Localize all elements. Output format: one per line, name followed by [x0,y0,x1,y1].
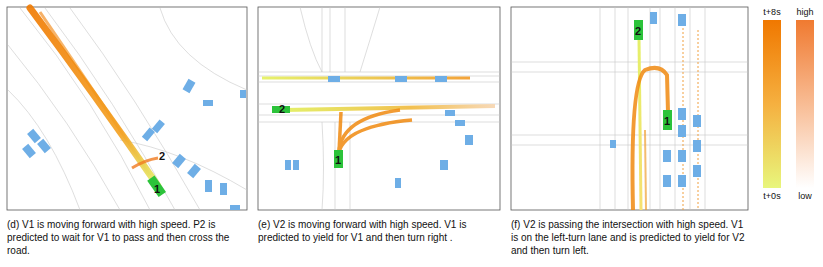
colorbar-label: high [796,7,813,17]
colorbar-label: t+0s [763,191,780,201]
panel-caption: (e) V2 is moving forward with high speed… [258,219,506,245]
panel-caption: (f) V2 is passing the intersection with … [511,219,751,257]
agent-number: 2 [159,150,165,162]
panel-caption: (d) V1 is moving forward with high speed… [7,219,252,257]
agent-number: 2 [635,25,641,37]
colorbar-label: low [798,191,812,201]
colorbar-label: t+8s [763,7,780,17]
agent-number: 1 [664,115,670,127]
agent-number: 1 [154,183,160,195]
agent-number: 1 [335,154,341,166]
agent-number: 2 [279,103,285,115]
